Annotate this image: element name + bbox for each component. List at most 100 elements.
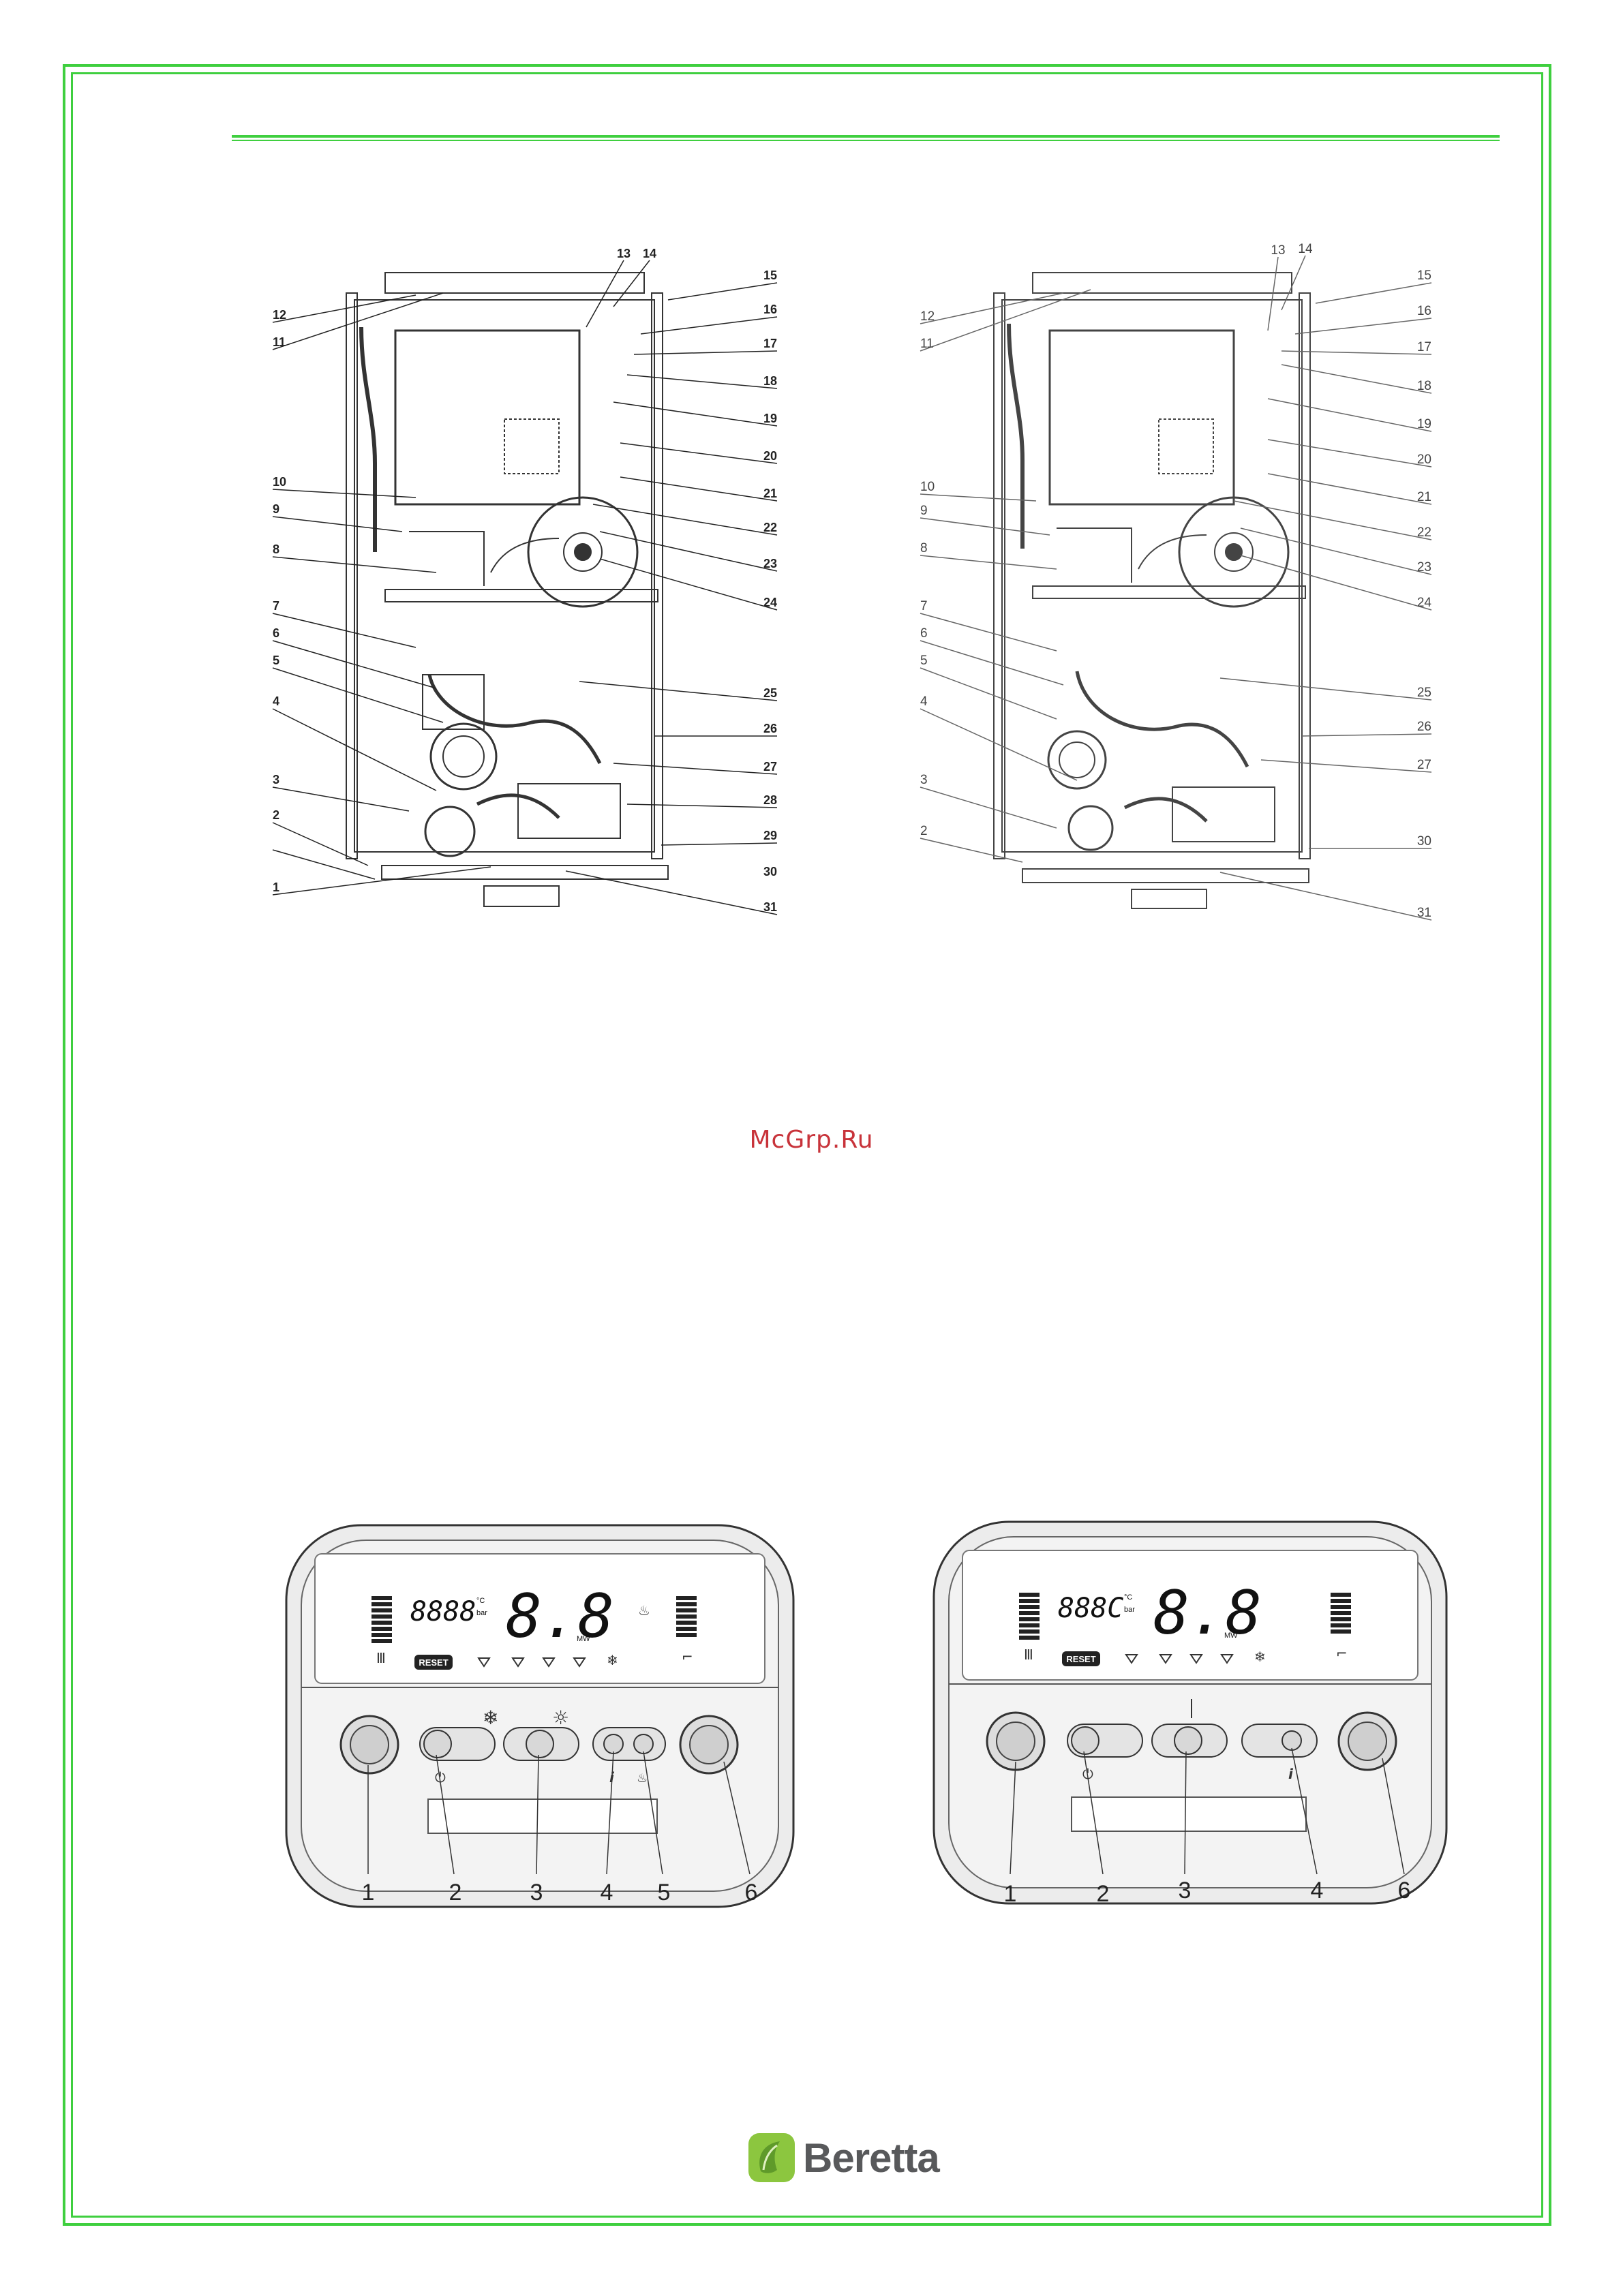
- callout-2: 2: [1097, 1881, 1110, 1907]
- boiler-left-callouts: 1234567891011121314151617181920212223242…: [273, 247, 777, 914]
- mw-label: MW: [1224, 1632, 1238, 1640]
- callout-4: 4: [1311, 1878, 1324, 1903]
- callout-17: 17: [1417, 340, 1431, 354]
- callout-24: 24: [763, 596, 777, 609]
- callout-17: 17: [763, 337, 777, 350]
- callout-25: 25: [763, 686, 777, 700]
- callout-4: 4: [920, 694, 928, 709]
- callout-27: 27: [1417, 758, 1431, 772]
- display-unit-bottom: bar: [1124, 1606, 1135, 1614]
- callout-1: 1: [273, 881, 279, 894]
- callout-23: 23: [763, 557, 777, 570]
- callout-25: 25: [1417, 686, 1431, 700]
- callout-29: 29: [763, 829, 777, 842]
- header-rule-top: [232, 135, 1500, 138]
- snowflake-icon: ❄: [483, 1706, 498, 1729]
- callout-30: 30: [763, 865, 777, 878]
- callout-5: 5: [658, 1880, 671, 1905]
- callout-1: 1: [362, 1880, 375, 1905]
- callout-2: 2: [920, 824, 928, 838]
- callout-31: 31: [763, 900, 777, 914]
- callout-6: 6: [745, 1880, 758, 1905]
- callout-22: 22: [1417, 525, 1431, 540]
- callout-13: 13: [1271, 243, 1285, 258]
- callout-8: 8: [273, 542, 279, 556]
- flame-reset-icon: ♨: [637, 1771, 648, 1786]
- callout-3: 3: [273, 773, 279, 786]
- callout-31: 31: [1417, 906, 1431, 920]
- reset-label: RESET: [1066, 1654, 1095, 1664]
- callout-21: 21: [763, 487, 777, 500]
- display-unit-bottom: bar: [476, 1609, 487, 1617]
- callout-21: 21: [1417, 490, 1431, 504]
- watermark: McGrp.Ru: [0, 1126, 1623, 1154]
- display-digits-large: 8.8: [506, 1581, 614, 1651]
- display-digits-large: 8.8: [1153, 1578, 1262, 1648]
- callout-2: 2: [449, 1880, 462, 1905]
- callout-14: 14: [1298, 242, 1313, 256]
- callout-19: 19: [763, 412, 777, 425]
- snowflake-icon: ❄: [607, 1652, 618, 1668]
- callout-20: 20: [763, 449, 777, 463]
- callout-5: 5: [273, 654, 279, 667]
- display-digits-small: 888C: [1058, 1593, 1123, 1624]
- callout-8: 8: [920, 541, 928, 555]
- beretta-leaf-logo: [747, 2132, 796, 2184]
- callout-12: 12: [273, 308, 286, 322]
- callout-28: 28: [763, 793, 777, 807]
- display-unit-top: °C: [1124, 1593, 1132, 1602]
- mw-label: MW: [577, 1635, 590, 1643]
- callout-11: 11: [273, 335, 286, 349]
- display-digits-small: 8888: [410, 1596, 476, 1627]
- callout-18: 18: [763, 374, 777, 388]
- callout-18: 18: [1417, 379, 1431, 393]
- brand-name: Beretta: [803, 2134, 939, 2182]
- callout-4: 4: [273, 694, 279, 708]
- callout-26: 26: [1417, 720, 1431, 734]
- callout-2: 2: [273, 808, 279, 822]
- callout-13: 13: [617, 247, 631, 260]
- display-unit-top: °C: [476, 1597, 485, 1605]
- callout-3: 3: [530, 1880, 543, 1905]
- bar-gauge-right: [1331, 1593, 1351, 1634]
- radiator-icon: Ⅲ: [1024, 1647, 1033, 1663]
- callout-12: 12: [920, 309, 935, 324]
- callout-5: 5: [920, 654, 928, 668]
- callout-23: 23: [1417, 560, 1431, 575]
- callout-11: 11: [920, 337, 934, 351]
- info-switch: [1242, 1724, 1317, 1757]
- header-rule-bottom: [232, 140, 1500, 141]
- callout-3: 3: [920, 773, 928, 787]
- tap-icon: ⌐: [682, 1649, 693, 1665]
- callout-27: 27: [763, 760, 777, 774]
- info-icon: i: [1288, 1766, 1294, 1782]
- callout-30: 30: [1417, 834, 1431, 848]
- callout-6: 6: [1398, 1878, 1411, 1903]
- info-button[interactable]: [604, 1734, 623, 1754]
- callout-9: 9: [920, 504, 928, 518]
- callout-7: 7: [273, 599, 279, 613]
- callout-19: 19: [1417, 417, 1431, 431]
- callout-4: 4: [601, 1880, 613, 1905]
- callout-14: 14: [643, 247, 656, 260]
- callout-10: 10: [920, 480, 935, 494]
- callout-7: 7: [920, 599, 928, 613]
- callout-15: 15: [763, 269, 777, 282]
- radiator-icon: Ⅲ: [376, 1650, 386, 1666]
- control-panel-left: 8888 °C bar 8.8 RESET MW ❄ ♨ Ⅲ ⌐ ❄ ☼ ⏻ i…: [281, 1520, 847, 1929]
- info-button[interactable]: [1282, 1731, 1301, 1750]
- snowflake-icon: ❄: [1254, 1649, 1266, 1665]
- reset-label: RESET: [419, 1657, 448, 1668]
- callout-16: 16: [1417, 304, 1431, 318]
- reset-button[interactable]: [634, 1734, 653, 1754]
- callout-24: 24: [1417, 596, 1432, 610]
- callout-1: 1: [1004, 1881, 1017, 1907]
- callout-22: 22: [763, 521, 777, 534]
- callout-20: 20: [1417, 453, 1431, 467]
- tap-icon: ⌐: [1336, 1645, 1348, 1662]
- callout-6: 6: [273, 626, 279, 640]
- sun-icon: ☼: [552, 1706, 569, 1729]
